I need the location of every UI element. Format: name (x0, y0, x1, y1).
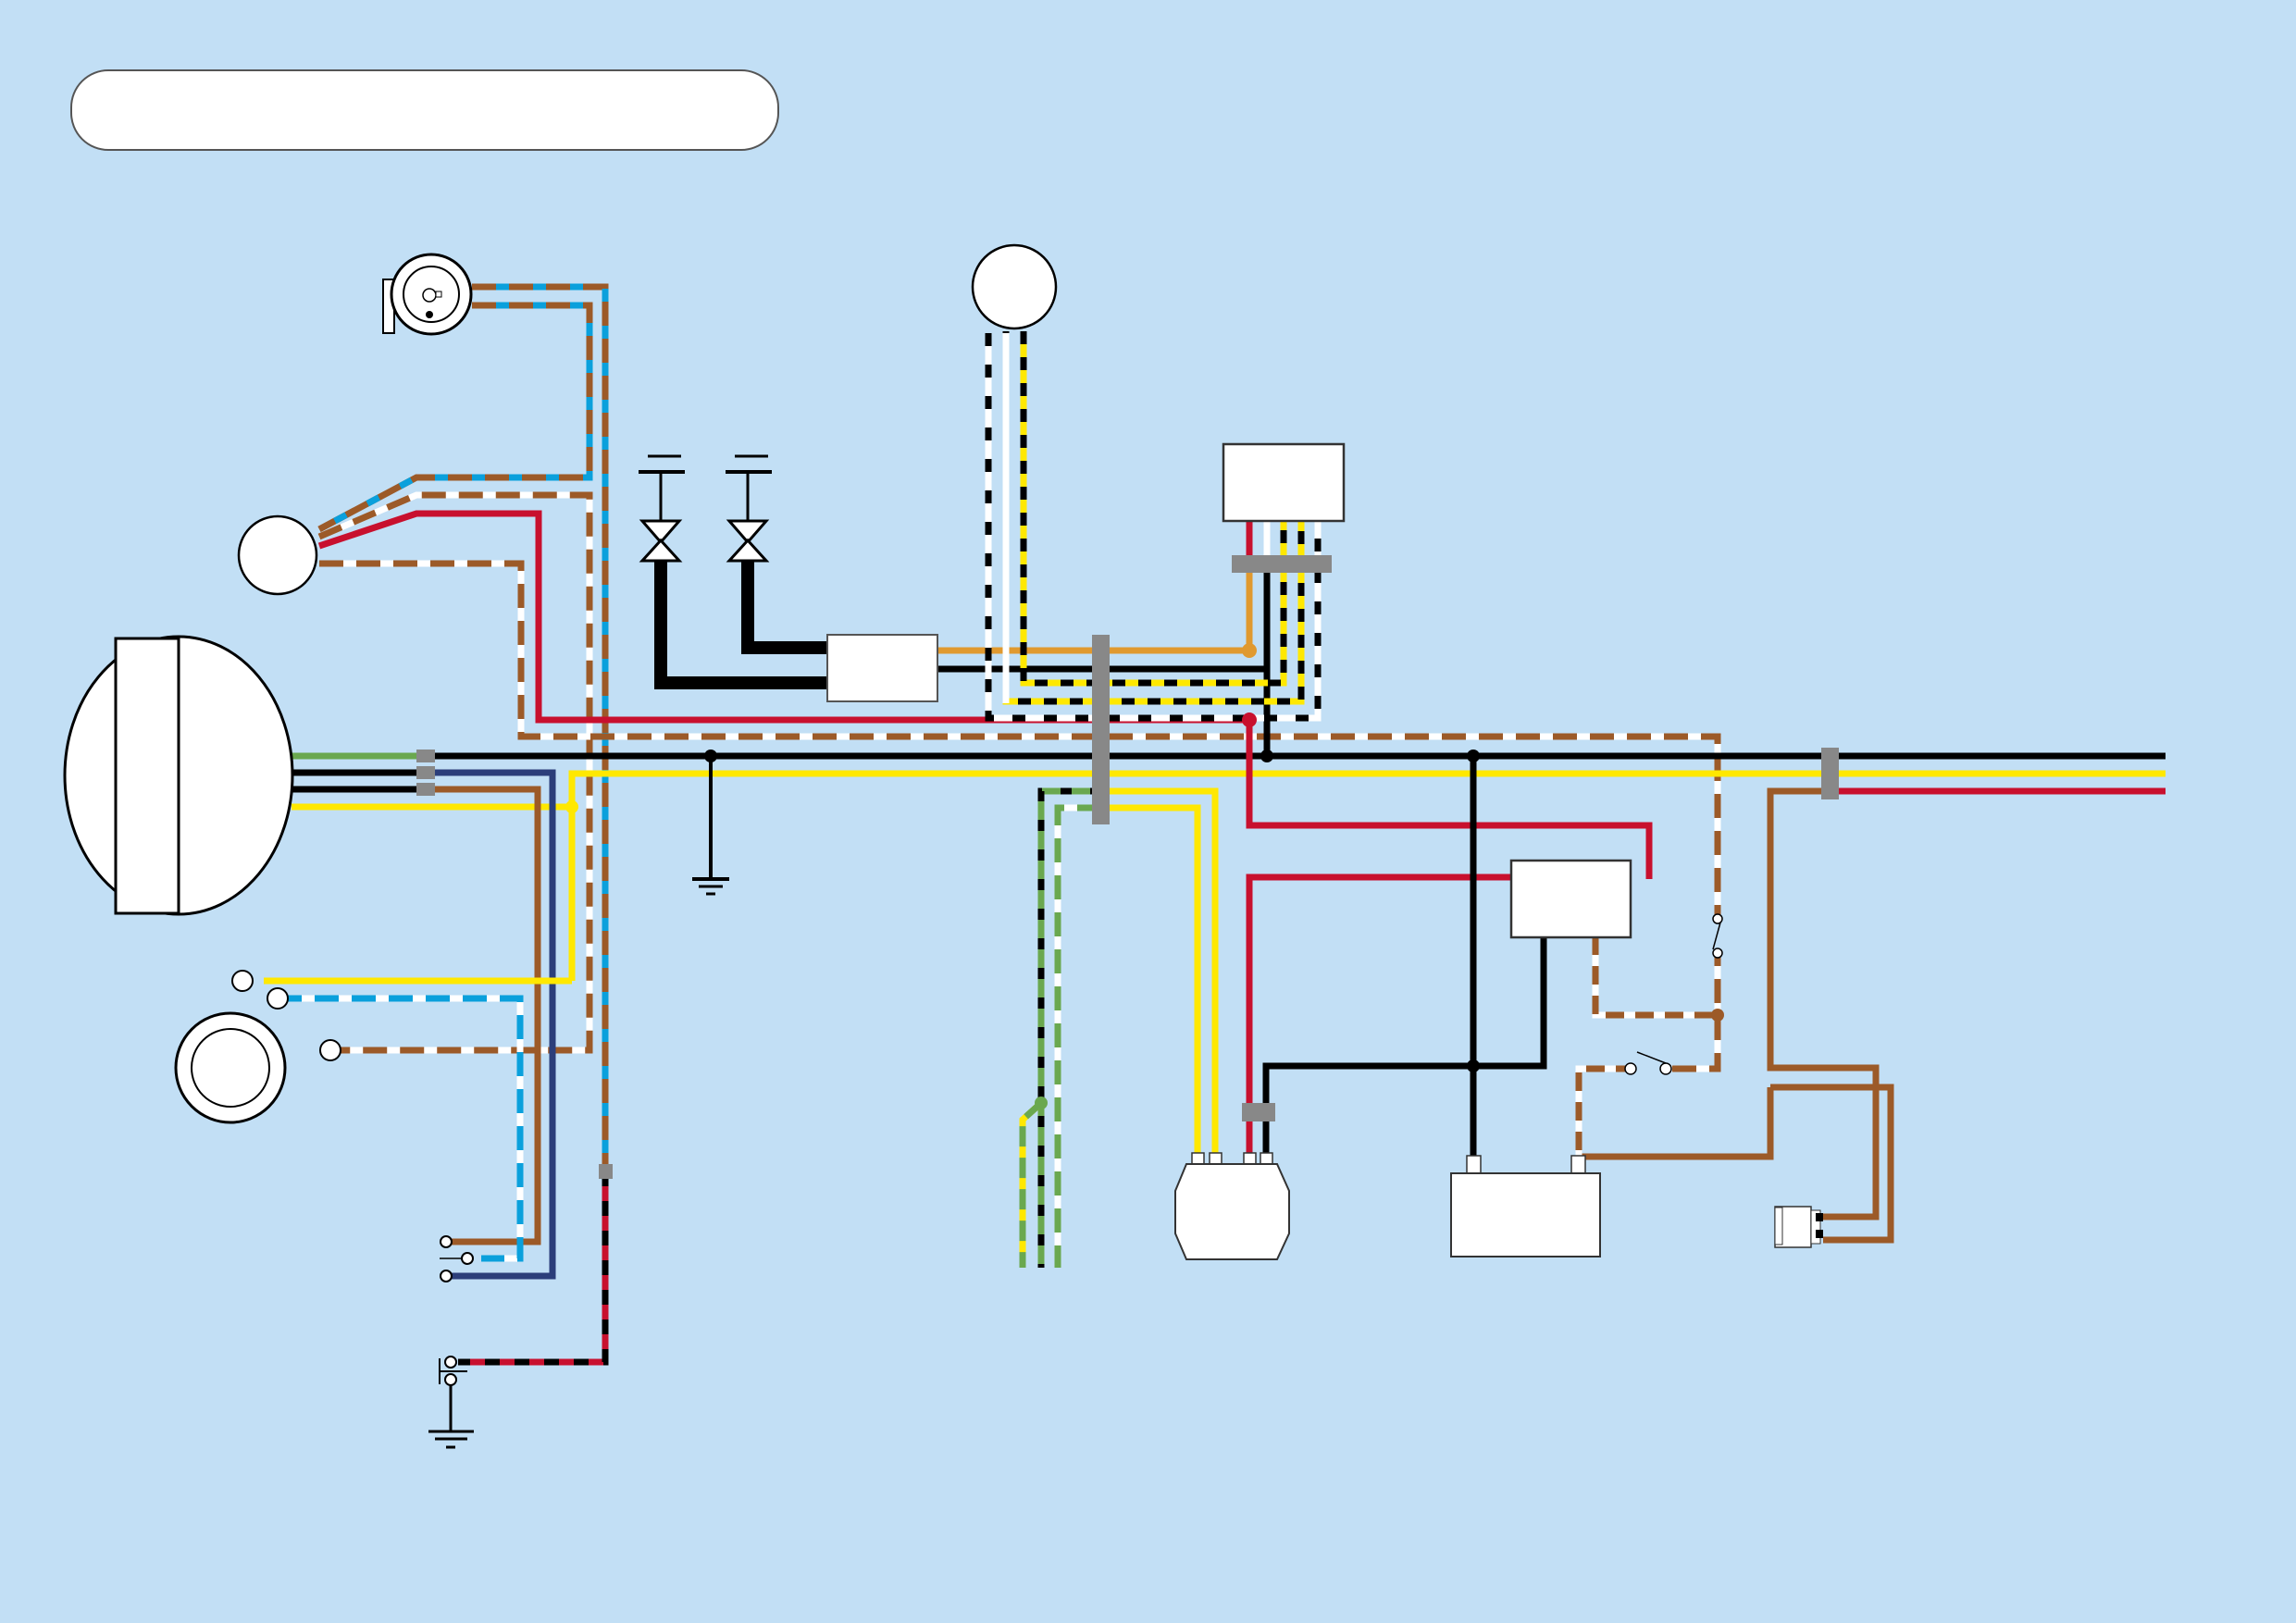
connector-headlight-hi (416, 783, 435, 796)
wire-black-regulator (1262, 936, 1547, 1157)
wire-brake-brown-2 (1770, 1084, 1894, 1244)
connector-boyer (1232, 555, 1332, 573)
connector-headlight-lo (416, 766, 435, 779)
relay (1509, 859, 1632, 939)
ignition-coil (826, 634, 938, 702)
wire-main-switch-brown-white (1575, 1065, 1634, 1157)
wire-green-yellow (1019, 1100, 1044, 1268)
wire-green-white (1054, 804, 1101, 1268)
wire-black-yellow-1 (1020, 331, 1287, 687)
wire-brown-blue-2 (317, 302, 593, 533)
headlight (63, 635, 294, 916)
wire-ht-lead-2 (741, 557, 828, 654)
wire-red-ammeter (317, 510, 1249, 724)
wire-brake-brown-1 (1767, 787, 1880, 1220)
wire-yellow-reg-1 (1101, 787, 1219, 1157)
wire-brown-blue-1 (472, 283, 609, 1171)
wire-yellow-reg-2 (1101, 804, 1201, 1157)
wire-hi-feed-brown (426, 786, 541, 1245)
junction-dots (565, 643, 1724, 1109)
wires (264, 283, 2166, 1366)
wire-lo-feed-darkblue (426, 769, 556, 1280)
wire-red-relay (1246, 720, 1653, 879)
wire-ht-lead-1 (654, 557, 828, 689)
main-switch (1624, 1051, 1672, 1075)
connector-regulator (1242, 1103, 1275, 1121)
wire-horn-red-black (458, 1171, 609, 1366)
connector-horn-wire (599, 1164, 613, 1179)
wire-brown-white-2 (319, 560, 1721, 1072)
earth-symbol-icon (692, 756, 729, 896)
boyer-box (1222, 442, 1346, 523)
connector-blocks (416, 555, 1839, 1179)
connector-main (1092, 635, 1110, 824)
ignition-rotor (971, 243, 1058, 330)
connector-tail (1821, 748, 1839, 799)
wire-brown-battery (1579, 1087, 1774, 1160)
rear-brake-switch (1774, 1206, 1823, 1248)
spark-plug-icon-1 (639, 454, 685, 563)
wire-white-black (985, 333, 1322, 722)
wire-green-black (1037, 787, 1101, 1268)
wire-coil-orange (937, 518, 1253, 654)
wire-blue-white (278, 995, 524, 1262)
terminal-2 (267, 987, 289, 1010)
horn-button (428, 1356, 474, 1449)
fuse-15a (1712, 913, 1723, 959)
light-switch (174, 970, 341, 1124)
connector-headlight-earth (416, 750, 435, 762)
title-box (70, 69, 779, 151)
terminal-5 (319, 1039, 341, 1061)
speedo-icon (382, 253, 473, 336)
battery (1450, 1155, 1601, 1258)
spark-plug-icon-2 (726, 454, 772, 563)
dip-switch (440, 1235, 474, 1282)
wire-brown-white-1 (317, 491, 593, 1054)
wire-yellow-main (568, 770, 2166, 981)
terminal-3 (231, 970, 254, 992)
regulator-rectifier (1174, 1152, 1290, 1260)
wire-relay-brown-white (1592, 936, 1718, 1019)
wire-red-regulator (1246, 873, 1511, 1157)
ammeter (237, 514, 318, 596)
